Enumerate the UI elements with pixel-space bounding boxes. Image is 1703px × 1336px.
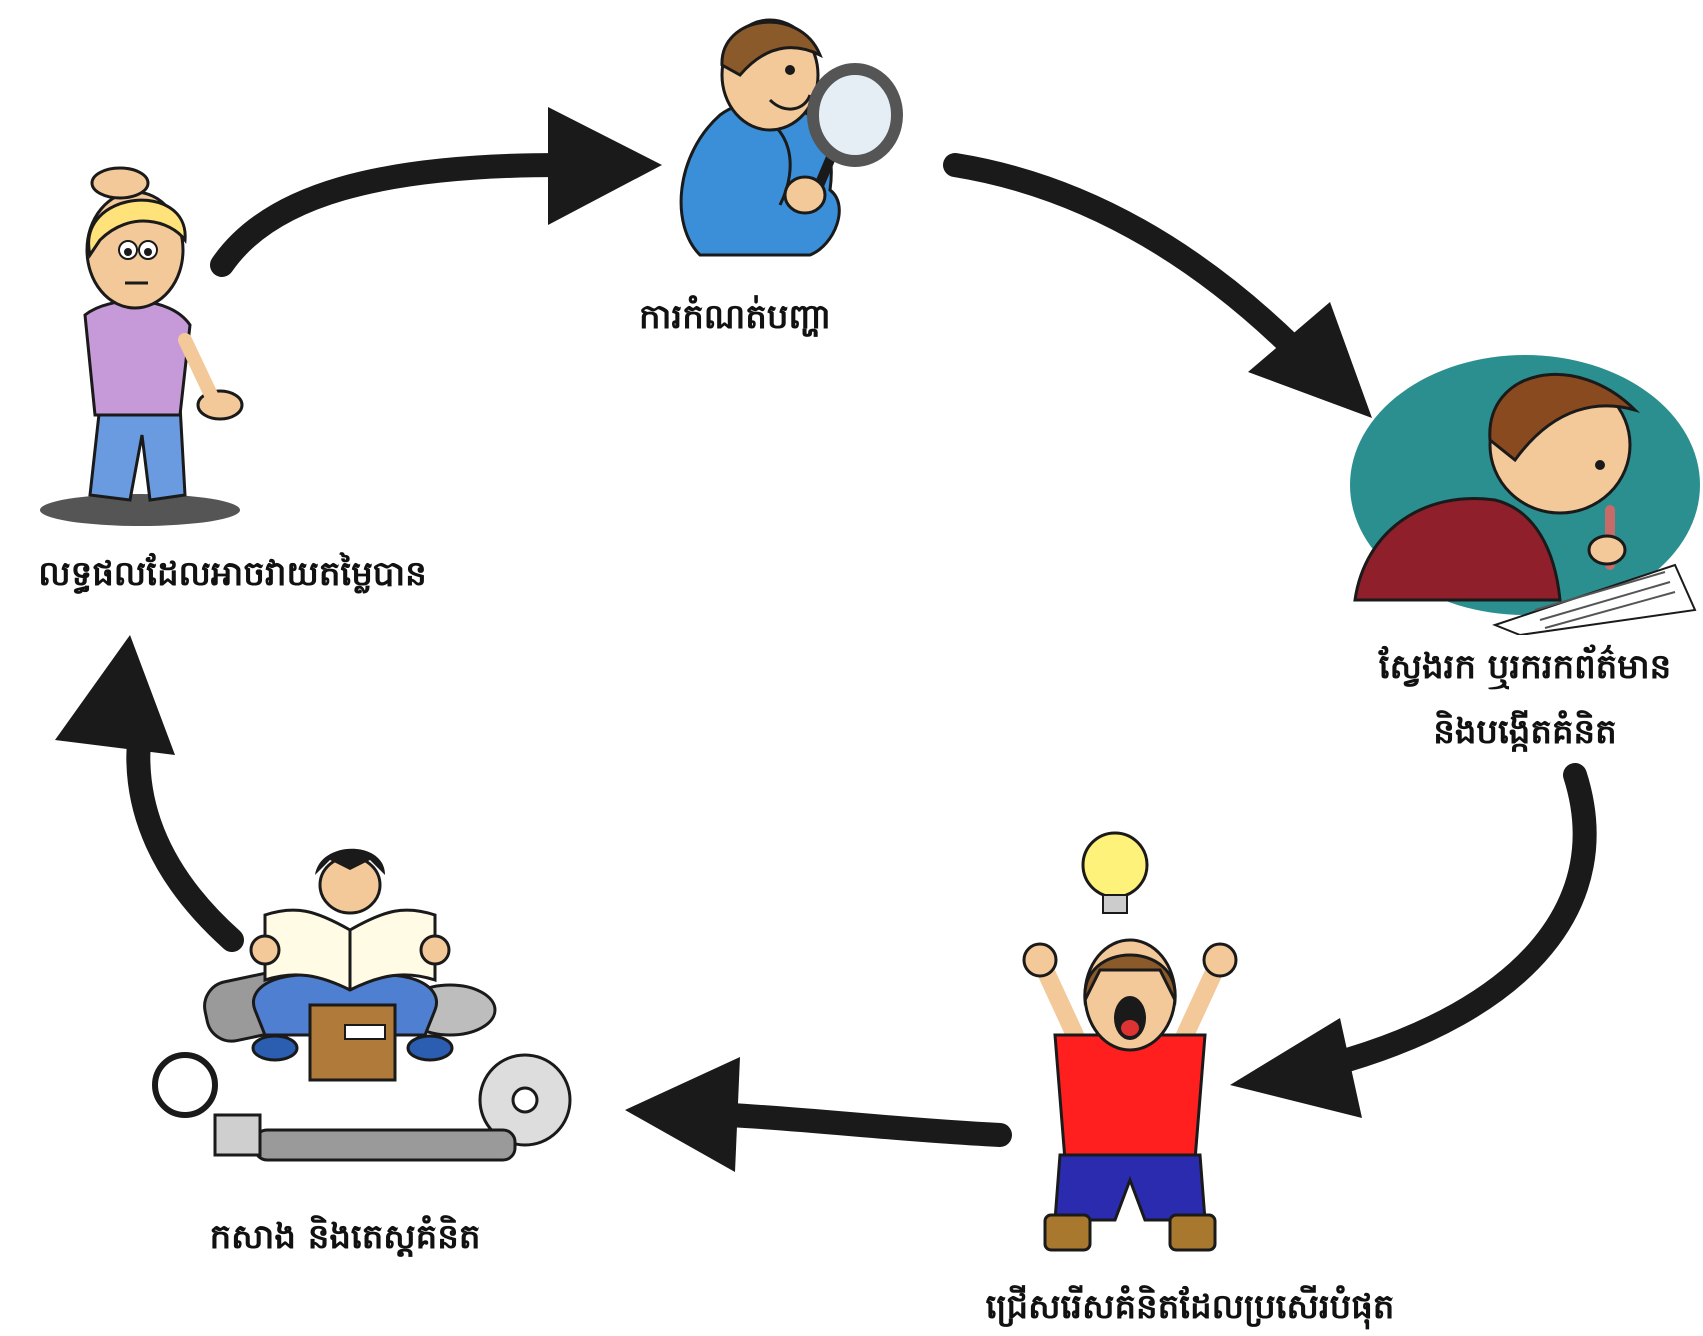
step-label-evaluate-result: លទ្ធផលដែលអាចវាយតម្លៃបាន xyxy=(38,554,427,594)
person-writing-icon xyxy=(1350,355,1700,635)
thinking-person-icon xyxy=(40,166,244,526)
arrowhead-1 xyxy=(548,107,662,225)
excited-person-with-lightbulb-icon xyxy=(1022,831,1238,1252)
arrowhead-3 xyxy=(1230,1018,1362,1118)
step-label-build-test: កសាង និងតេស្តគំនិត xyxy=(209,1217,481,1257)
person-reading-manual-with-parts-icon xyxy=(152,848,572,1162)
step-label-define-problem: ការកំណត់បញ្ហា xyxy=(639,297,831,337)
step-label-research-line1: ស្វែងរក ឬរករកព័ត៌មាន xyxy=(1378,647,1672,687)
arrowhead-2 xyxy=(1248,302,1372,418)
arrow-shaft-5 xyxy=(126,718,244,952)
lightbulb-icon xyxy=(1081,831,1149,914)
arrowhead-4 xyxy=(625,1057,740,1172)
step-label-research-line2: និងបង្កើតគំនិត xyxy=(1433,712,1617,752)
arrow-shaft-4 xyxy=(718,1103,1012,1147)
arrow-shaft-3 xyxy=(1318,763,1597,1077)
arrow-shaft-2 xyxy=(943,153,1332,387)
arrowhead-5 xyxy=(55,635,175,755)
person-with-magnifying-glass-icon xyxy=(679,18,903,257)
arrow-shaft-1 xyxy=(210,153,572,277)
step-label-select-best: ជ្រើសរើសគំនិតដែលប្រសើរបំផុត xyxy=(985,1287,1395,1327)
